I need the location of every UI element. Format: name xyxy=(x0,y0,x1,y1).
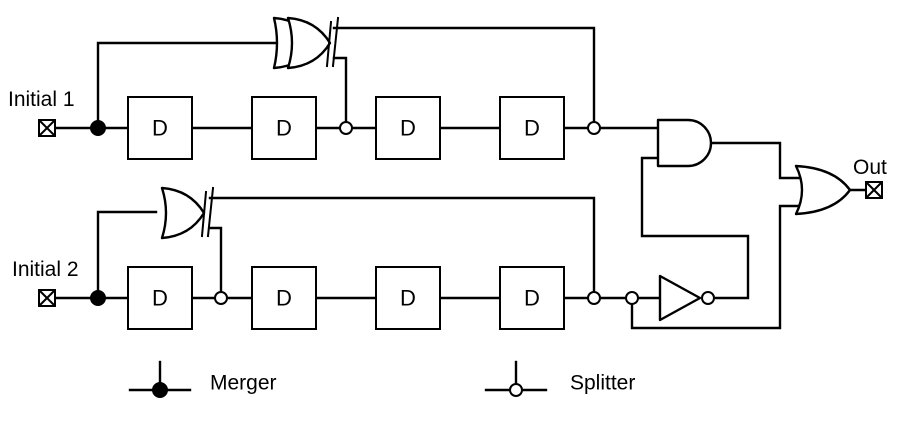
merger-dot xyxy=(90,290,106,306)
splitter-dot xyxy=(625,291,639,305)
input-port-1-icon xyxy=(38,119,56,137)
d-flip-flop-label: D xyxy=(276,116,292,141)
d-flip-flop-top-2: D xyxy=(251,96,317,160)
or-gate xyxy=(794,164,852,216)
merger-dot xyxy=(90,120,106,136)
input-label-initial-1: Initial 1 xyxy=(8,88,75,111)
xor-gate-top xyxy=(272,16,340,70)
d-flip-flop-label: D xyxy=(400,116,416,141)
top-row xyxy=(52,26,660,130)
splitter-dot xyxy=(587,291,601,305)
d-flip-flop-label: D xyxy=(524,286,540,311)
d-flip-flop-top-3: D xyxy=(375,96,441,160)
splitter-dot xyxy=(214,291,228,305)
xor-gate-bottom xyxy=(160,186,215,240)
input-label-initial-2: Initial 2 xyxy=(12,258,79,281)
d-flip-flop-bottom-3: D xyxy=(375,266,441,330)
legend-merger-label: Merger xyxy=(210,372,277,395)
d-flip-flop-top-4: D xyxy=(499,96,565,160)
d-flip-flop-label: D xyxy=(276,286,292,311)
splitter-dot xyxy=(587,121,601,135)
output-label-out: Out xyxy=(853,156,887,179)
d-flip-flop-bottom-4: D xyxy=(499,266,565,330)
legend-splitter-label: Splitter xyxy=(570,372,635,395)
d-flip-flop-top-1: D xyxy=(127,96,193,160)
d-flip-flop-bottom-2: D xyxy=(251,266,317,330)
inverter xyxy=(658,274,715,322)
bottom-row xyxy=(52,196,662,300)
splitter-dot xyxy=(339,121,353,135)
and-gate xyxy=(656,118,713,168)
d-flip-flop-label: D xyxy=(524,116,540,141)
output-port-icon xyxy=(865,181,883,199)
input-port-2-icon xyxy=(38,289,56,307)
output-logic-wiring xyxy=(630,141,868,330)
d-flip-flop-label: D xyxy=(152,116,168,141)
d-flip-flop-bottom-1: D xyxy=(127,266,193,330)
legend-merger: Merger xyxy=(128,360,277,398)
d-flip-flop-label: D xyxy=(400,286,416,311)
legend-splitter: Splitter xyxy=(484,360,635,397)
d-flip-flop-label: D xyxy=(152,286,168,311)
